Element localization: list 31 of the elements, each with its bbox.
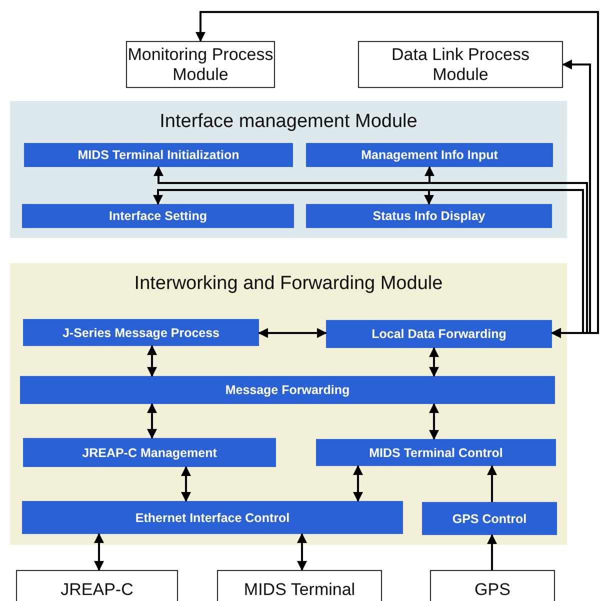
- process-box: Message Forwarding: [20, 376, 555, 404]
- arrow: [297, 533, 307, 571]
- process-box: J-Series Message Process: [23, 319, 259, 346]
- arrow: [181, 466, 191, 502]
- process-box: MIDS Terminal Initialization: [24, 143, 293, 167]
- process-box: MIDS Terminal Control: [316, 439, 556, 466]
- arrow: [487, 534, 497, 570]
- arrow: [429, 403, 439, 440]
- process-box: GPS Control: [422, 502, 557, 535]
- process-box: Interface Setting: [22, 204, 294, 228]
- module-panel: [10, 263, 567, 545]
- process-box: GPS: [430, 570, 555, 601]
- module-panel: [10, 101, 567, 238]
- process-box: Management Info Input: [306, 143, 553, 167]
- panel-title: Interface management Module: [160, 111, 418, 133]
- process-box: Ethernet Interface Control: [22, 501, 403, 534]
- arrow: [353, 465, 363, 502]
- process-box: Status Info Display: [306, 204, 552, 228]
- process-box: JREAP-C: [16, 570, 178, 601]
- arrow: [147, 403, 157, 439]
- process-box: Local Data Forwarding: [326, 320, 552, 348]
- panel-title: Interworking and Forwarding Module: [134, 273, 443, 295]
- arrow: [147, 345, 157, 377]
- process-box: JREAP-C Management: [23, 438, 276, 467]
- process-box: Data Link Process Module: [358, 41, 563, 88]
- arrow: [94, 533, 104, 571]
- arrow: [487, 465, 497, 502]
- process-box: Monitoring Process Module: [126, 41, 275, 88]
- process-box: MIDS Terminal: [217, 570, 382, 601]
- arrow: [258, 328, 327, 338]
- arrow: [429, 347, 439, 377]
